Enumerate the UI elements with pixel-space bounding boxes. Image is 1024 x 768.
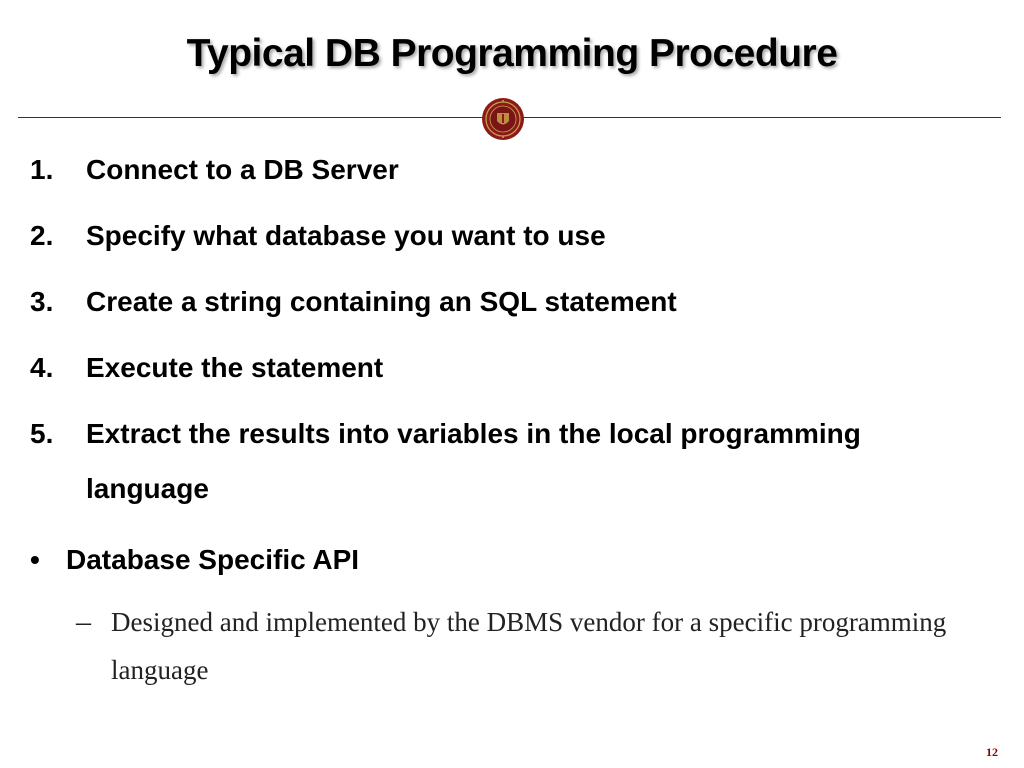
sub-bullet-symbol: – (76, 605, 91, 638)
steps-list: 1. Connect to a DB Server 2. Specify wha… (30, 142, 990, 527)
bullet-text: Database Specific API (66, 544, 360, 575)
list-item-text: Execute the statement (86, 352, 384, 383)
list-item-text: Extract the results into variables in th… (86, 418, 861, 504)
slide-title: Typical DB Programming Procedure (186, 32, 838, 75)
list-item: 5. Extract the results into variables in… (30, 406, 990, 516)
bullet-symbol: • (30, 544, 40, 575)
sub-bullet-text: Designed and implemented by the DBMS ven… (111, 607, 947, 685)
list-item-text: Connect to a DB Server (86, 154, 399, 185)
university-seal-logo (482, 98, 524, 140)
list-number: 5. (30, 418, 54, 449)
sub-bullet-item: – Designed and implemented by the DBMS v… (76, 598, 976, 694)
list-item-text: Create a string containing an SQL statem… (86, 286, 677, 317)
list-number: 3. (30, 286, 54, 317)
list-number: 2. (30, 220, 54, 251)
page-number: 12 (986, 745, 998, 759)
list-number: 4. (30, 352, 54, 383)
list-item: 2. Specify what database you want to use (30, 208, 990, 263)
list-item: 4. Execute the statement (30, 340, 990, 395)
list-item: 3. Create a string containing an SQL sta… (30, 274, 990, 329)
list-number: 1. (30, 154, 54, 185)
bullet-item: • Database Specific API (30, 532, 359, 587)
list-item: 1. Connect to a DB Server (30, 142, 990, 197)
list-item-text: Specify what database you want to use (86, 220, 606, 251)
